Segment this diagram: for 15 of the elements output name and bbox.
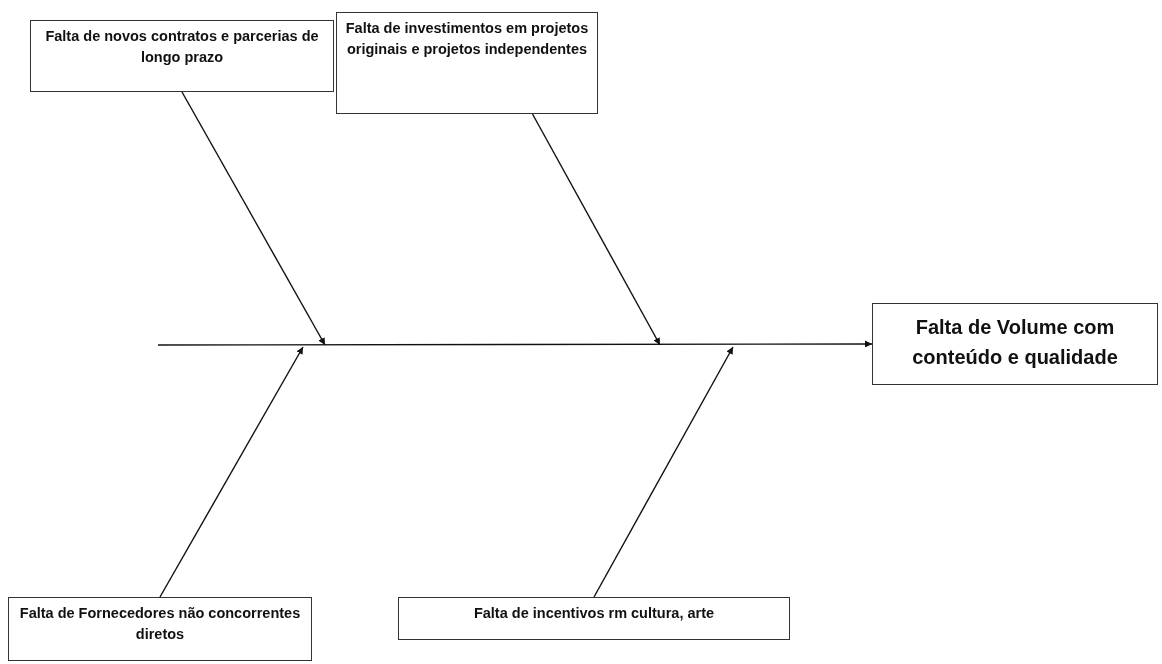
box-label: Falta de Volume com conteúdo e qualidade xyxy=(911,315,1119,370)
box-label: Falta de novos contratos e parcerias de longo prazo xyxy=(44,27,320,67)
box-label: Falta de investimentos em projetos originais e projetos independentes xyxy=(344,19,590,59)
effect-box xyxy=(872,303,1158,385)
box-label: Falta de Fornecedores não concorrentes diretos xyxy=(18,604,302,644)
cause-box xyxy=(336,12,598,114)
cause-box xyxy=(398,597,790,640)
arrow xyxy=(157,340,873,348)
box-label: Falta de incentivos rm cultura, arte xyxy=(473,604,715,623)
arrow xyxy=(181,91,326,346)
arrow xyxy=(159,346,304,598)
arrow xyxy=(593,346,734,598)
cause-box xyxy=(8,597,312,661)
arrow xyxy=(531,113,661,346)
cause-box xyxy=(30,20,334,92)
